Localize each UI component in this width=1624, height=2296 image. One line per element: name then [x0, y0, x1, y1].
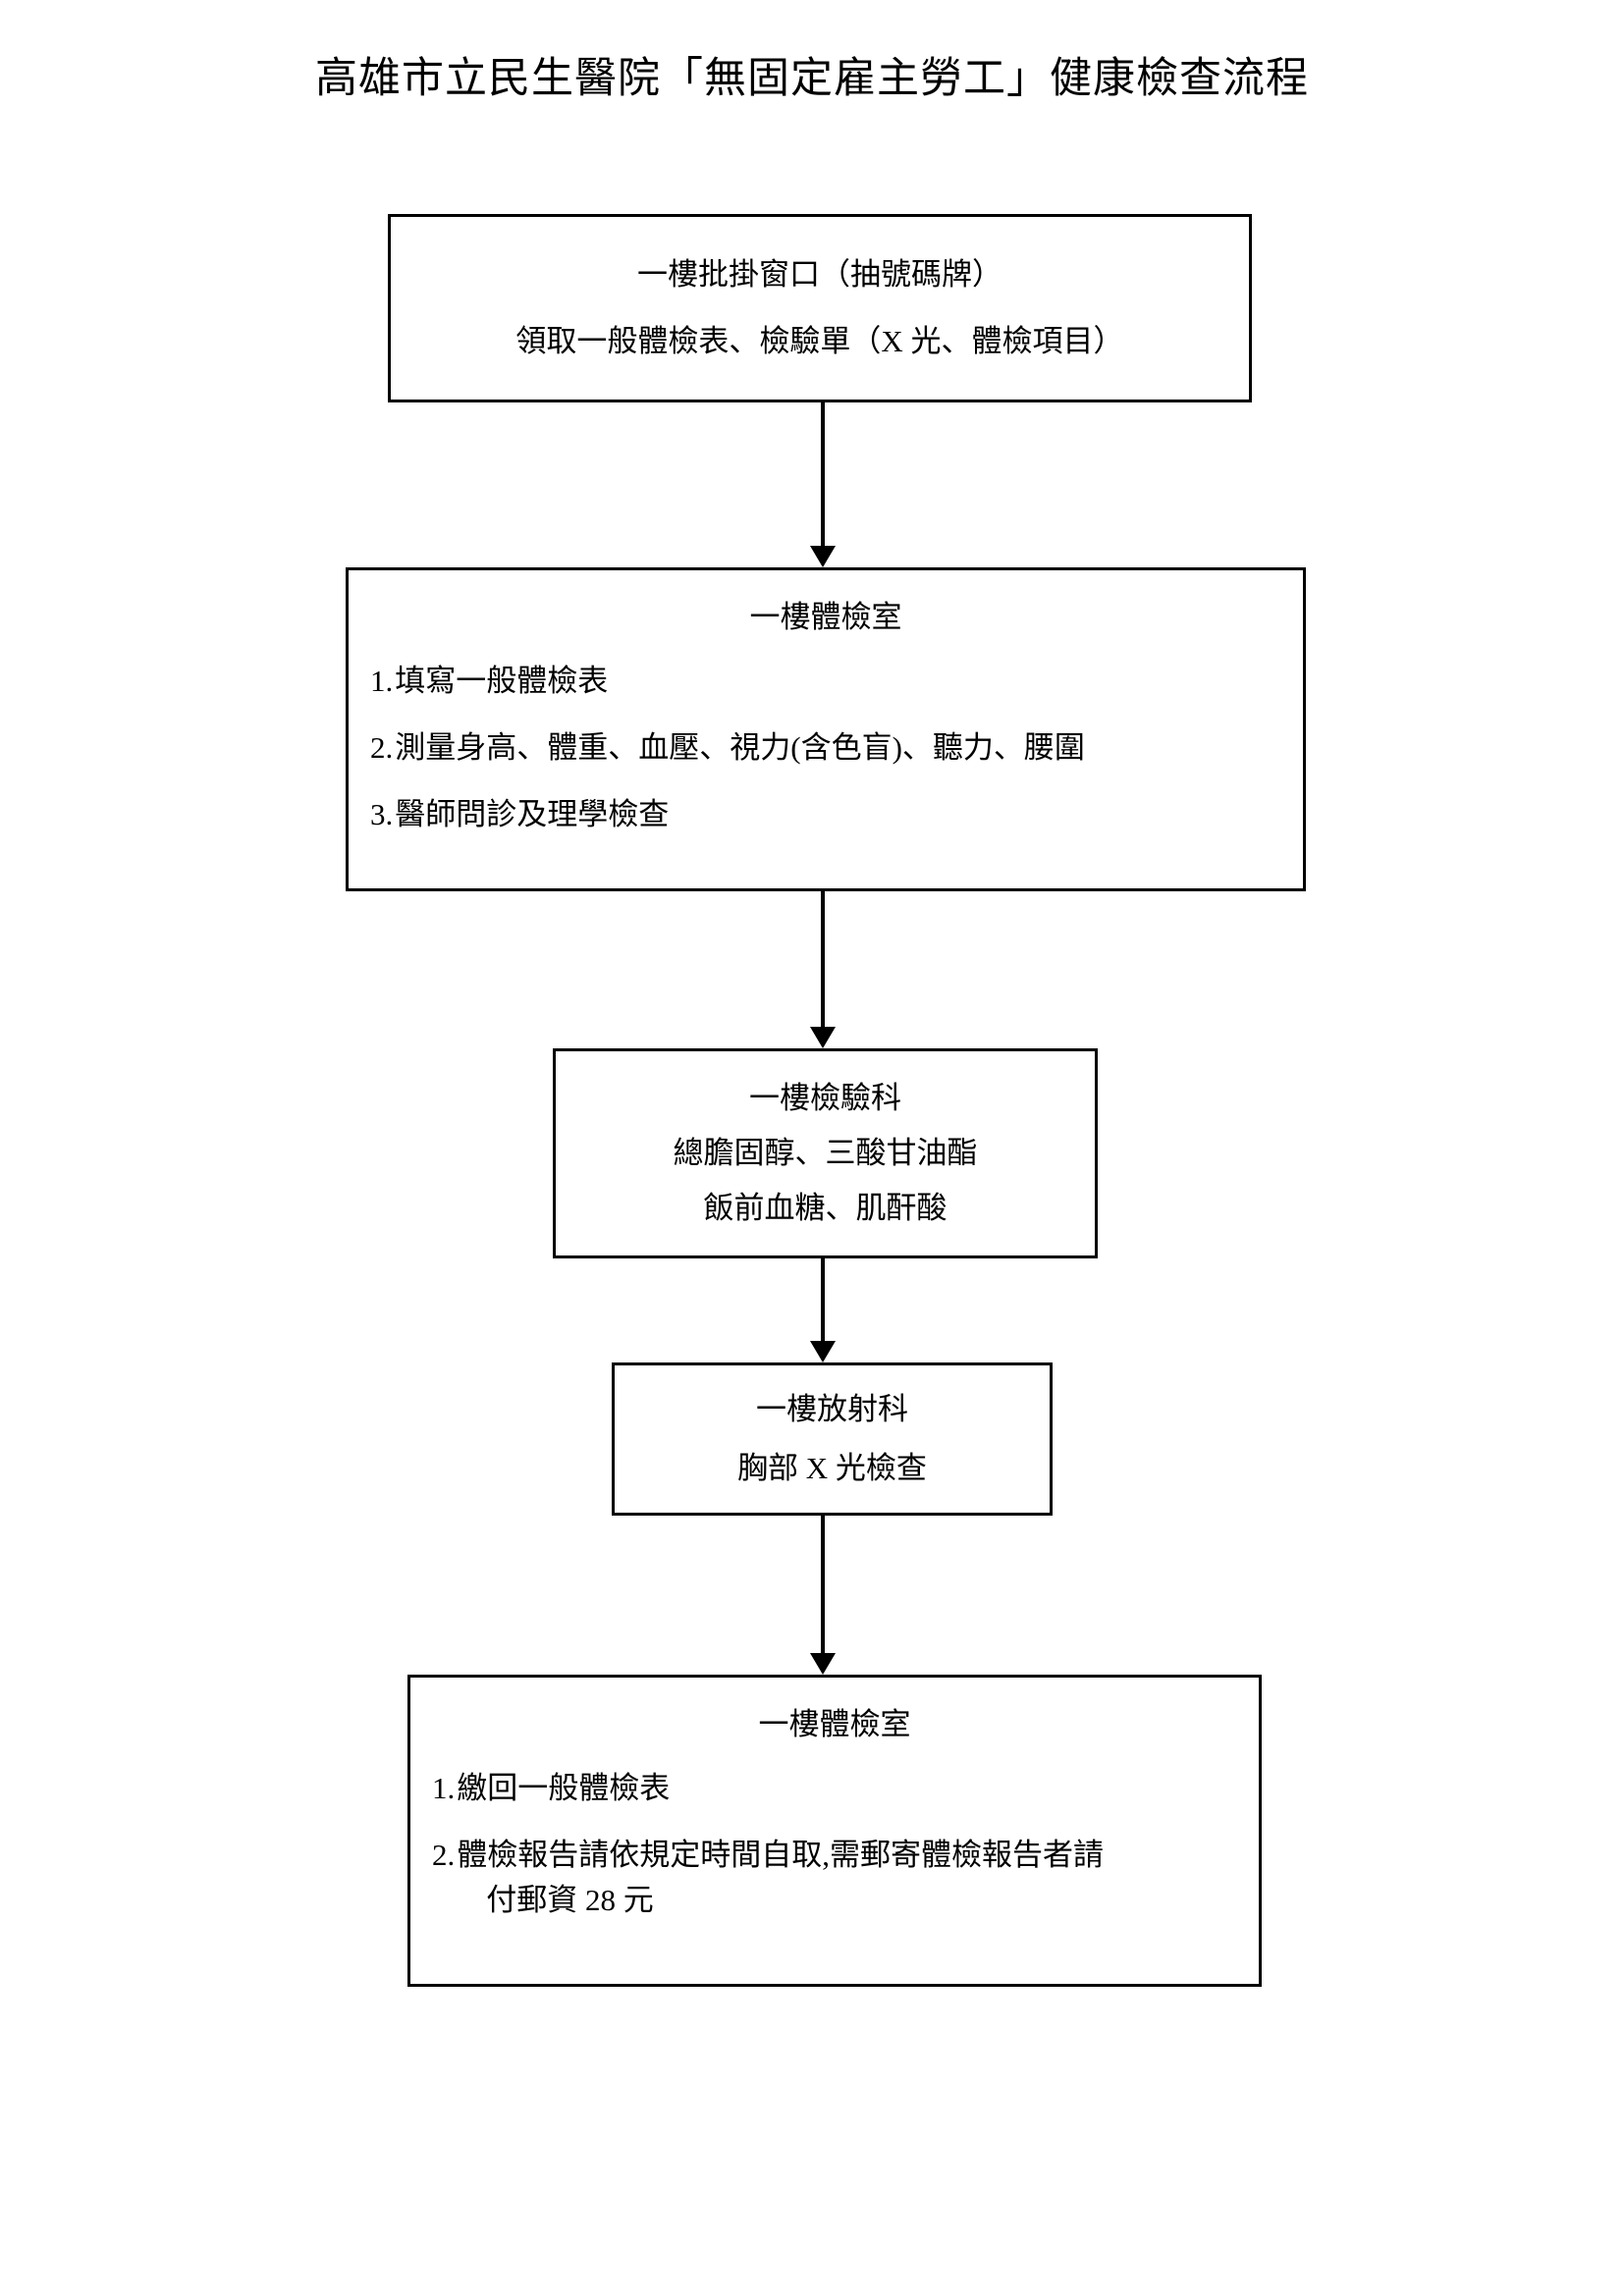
list-item-text: 繳回一般體檢表 [457, 1771, 671, 1805]
node-line: 一樓批掛窗口（抽號碼牌） [637, 257, 1002, 292]
list-item-text-line2: 付郵資 28 元 [486, 1883, 654, 1917]
arrow-shaft [821, 1516, 825, 1653]
node-line: 總膽固醇、三酸甘油酯 [673, 1136, 978, 1170]
node-line: 胸部 X 光檢查 [737, 1451, 927, 1485]
arrow-shaft [821, 1258, 825, 1341]
arrow-head-icon [810, 1341, 836, 1362]
node-content: 一樓檢驗科 總膽固醇、三酸甘油酯 飯前血糖、肌酐酸 [556, 1051, 1095, 1255]
list-item: 1. 填寫一般體檢表 [370, 659, 1281, 704]
node-content: 一樓放射科 胸部 X 光檢查 [615, 1365, 1050, 1513]
flow-node-registration-counter[interactable]: 一樓批掛窗口（抽號碼牌） 領取一般體檢表、檢驗單（X 光、體檢項目） [388, 214, 1252, 402]
flow-node-first-floor-exam-room[interactable]: 一樓體檢室 1. 填寫一般體檢表 2. 測量身高、體重、血壓、視力(含色盲)、聽… [346, 567, 1306, 891]
node-item-list: 1. 繳回一般體檢表 2. 體檢報告請依規定時間自取,需郵寄體檢報告者請 付郵資… [432, 1766, 1237, 1945]
arrow-head-icon [810, 546, 836, 567]
arrow-head-icon [810, 1653, 836, 1675]
page-title: 高雄市立民生醫院「無固定雇主勞工」健康檢查流程 [315, 56, 1309, 102]
node-heading: 一樓體檢室 [758, 1707, 911, 1741]
flow-node-laboratory-department[interactable]: 一樓檢驗科 總膽固醇、三酸甘油酯 飯前血糖、肌酐酸 [553, 1048, 1098, 1258]
flow-node-radiology-department[interactable]: 一樓放射科 胸部 X 光檢查 [612, 1362, 1053, 1516]
list-item-text-line1: 體檢報告請依規定時間自取,需郵寄體檢報告者請 [457, 1838, 1104, 1872]
list-item: 2. 測量身高、體重、血壓、視力(含色盲)、聽力、腰圍 [370, 725, 1281, 771]
node-line: 一樓檢驗科 [749, 1081, 901, 1115]
list-item: 3. 醫師問診及理學檢查 [370, 792, 1281, 837]
list-item-number: 2. [370, 730, 394, 765]
list-item-number: 1. [432, 1771, 456, 1805]
list-item-text: 醫師問診及理學檢查 [395, 797, 670, 831]
list-item-number: 3. [370, 797, 394, 831]
node-line: 一樓放射科 [756, 1392, 908, 1426]
arrow-shaft [821, 891, 825, 1027]
flow-node-exam-room-return[interactable]: 一樓體檢室 1. 繳回一般體檢表 2. 體檢報告請依規定時間自取,需郵寄體檢報告… [407, 1675, 1262, 1987]
list-item-number: 1. [370, 664, 394, 698]
node-line: 飯前血糖、肌酐酸 [703, 1191, 947, 1225]
node-line: 領取一般體檢表、檢驗單（X 光、體檢項目） [515, 324, 1124, 358]
list-item-text: 填寫一般體檢表 [395, 664, 609, 698]
list-item-text: 測量身高、體重、血壓、視力(含色盲)、聽力、腰圍 [395, 730, 1085, 765]
node-content: 一樓體檢室 1. 填寫一般體檢表 2. 測量身高、體重、血壓、視力(含色盲)、聽… [349, 570, 1303, 888]
list-item: 2. 體檢報告請依規定時間自取,需郵寄體檢報告者請 付郵資 28 元 [432, 1833, 1237, 1923]
list-item-text: 體檢報告請依規定時間自取,需郵寄體檢報告者請 付郵資 28 元 [457, 1833, 1237, 1923]
node-content: 一樓批掛窗口（抽號碼牌） 領取一般體檢表、檢驗單（X 光、體檢項目） [391, 217, 1249, 400]
node-content: 一樓體檢室 1. 繳回一般體檢表 2. 體檢報告請依規定時間自取,需郵寄體檢報告… [410, 1678, 1259, 1984]
node-heading: 一樓體檢室 [749, 600, 902, 634]
list-item: 1. 繳回一般體檢表 [432, 1766, 1237, 1811]
node-item-list: 1. 填寫一般體檢表 2. 測量身高、體重、血壓、視力(含色盲)、聽力、腰圍 3… [370, 659, 1281, 859]
arrow-shaft [821, 402, 825, 546]
list-item-number: 2. [432, 1838, 456, 1872]
arrow-head-icon [810, 1027, 836, 1048]
